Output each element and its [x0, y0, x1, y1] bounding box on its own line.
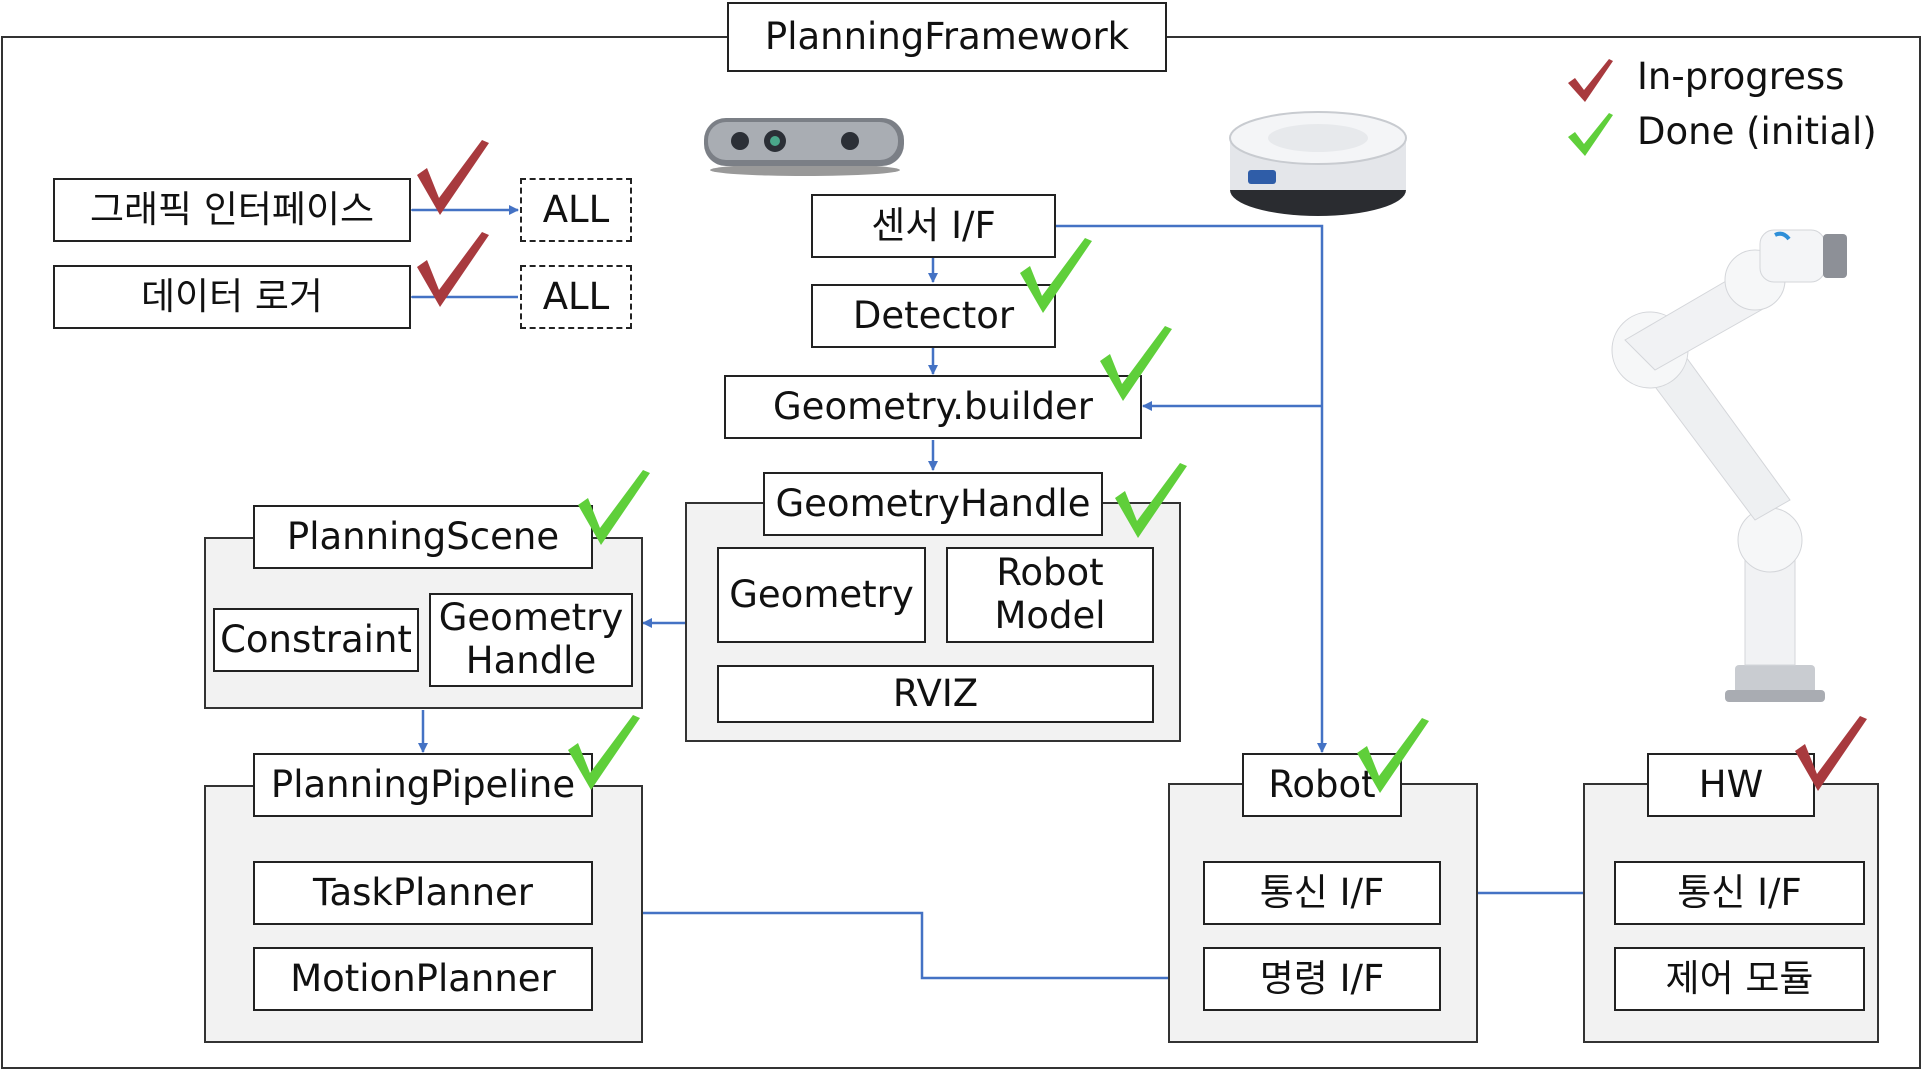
geometry-handle-done-check-icon [1115, 463, 1187, 538]
hw-comm-if-box: 통신 I/F [1614, 861, 1865, 925]
all-box-2: ALL [520, 265, 632, 329]
connector-pipeline-command [643, 911, 1203, 983]
framework-title: PlanningFramework [727, 2, 1167, 72]
rviz-box: RVIZ [717, 665, 1154, 723]
robot-arm-icon [1611, 229, 1847, 702]
planning-scene-done-check-icon [578, 470, 650, 545]
done-check-icon [1568, 113, 1613, 156]
control-module-box: 제어 모듈 [1614, 947, 1865, 1011]
robot-title: Robot [1242, 753, 1402, 817]
graphic-interface-box: 그래픽 인터페이스 [53, 178, 411, 242]
hw-in-progress-check-icon [1795, 716, 1867, 791]
data-logger-in-progress-check-icon [417, 232, 489, 307]
geometry-builder-done-check-icon [1100, 326, 1172, 401]
planning-pipeline-title: PlanningPipeline [253, 753, 593, 817]
robot-done-check-icon [1357, 718, 1429, 793]
hw-title: HW [1647, 753, 1815, 817]
rotary-base-icon [1229, 111, 1407, 216]
in-progress-check-icon [1568, 59, 1613, 102]
data-logger-box: 데이터 로거 [53, 265, 411, 329]
command-if-box: 명령 I/F [1203, 947, 1441, 1011]
all-box-1: ALL [520, 178, 632, 242]
detector-done-check-icon [1020, 238, 1092, 313]
depth-camera-icon [704, 118, 904, 176]
constraint-box: Constraint [213, 608, 419, 672]
planning-scene-title: PlanningScene [253, 505, 593, 569]
geometry-handle-title: GeometryHandle [763, 472, 1103, 536]
motion-planner-box: MotionPlanner [253, 947, 593, 1011]
geometry-box: Geometry [717, 547, 926, 643]
sensor-if-box: 센서 I/F [811, 194, 1056, 258]
graphic-interface-in-progress-check-icon [417, 140, 489, 215]
connector-sensor-robot [1056, 224, 1327, 753]
detector-box: Detector [811, 284, 1056, 348]
outer-frame [1, 36, 1921, 1069]
legend-done: Done (initial) [1637, 110, 1877, 153]
robot-comm-if-box: 통신 I/F [1203, 861, 1441, 925]
legend-in-progress: In-progress [1637, 55, 1845, 98]
task-planner-box: TaskPlanner [253, 861, 593, 925]
geometry-builder-box: Geometry.builder [724, 375, 1142, 439]
robot-model-box: Robot Model [946, 547, 1154, 643]
scene-geometry-handle-box: Geometry Handle [429, 593, 633, 687]
planning-pipeline-done-check-icon [568, 715, 640, 790]
